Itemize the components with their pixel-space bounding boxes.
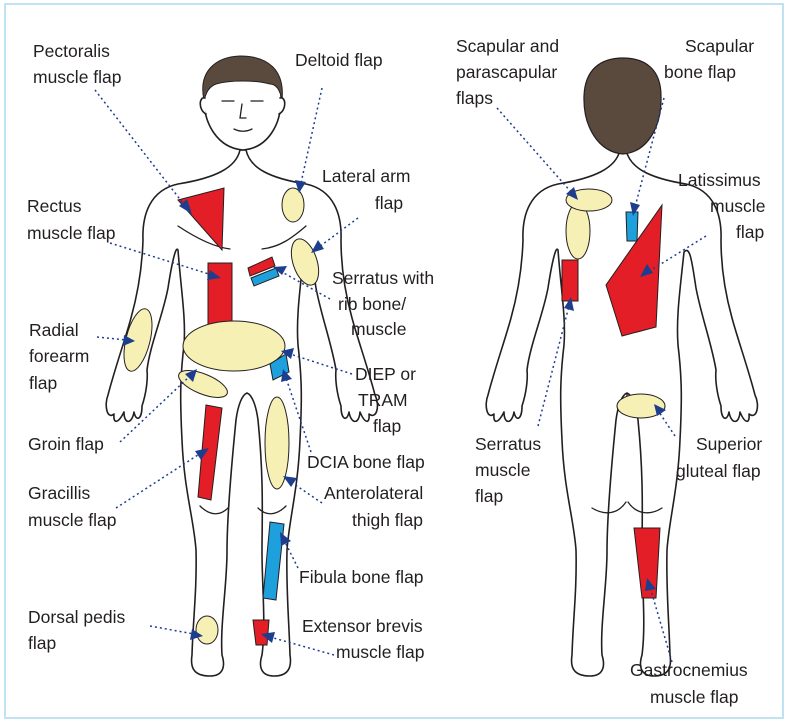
dorsal-pedis-flap-region xyxy=(196,616,218,644)
label-scapular-and-parascapular-flaps: Scapular and parascapular flaps xyxy=(456,36,564,108)
anterolateral-thigh-flap-region xyxy=(265,397,289,489)
label-diep-or-tram-flap: DIEP or TRAM flap xyxy=(355,364,421,436)
back-head xyxy=(584,58,661,154)
label-fibula-bone-flap: Fibula bone flap xyxy=(299,567,424,587)
label-extensor-brevis-muscle-flap: Extensor brevis muscle flap xyxy=(302,616,427,662)
label-pectoralis-muscle-flap: Pectoralis muscle flap xyxy=(33,41,122,87)
back-body xyxy=(486,58,757,676)
label-deltoid-flap: Deltoid flap xyxy=(295,50,383,70)
label-gastrocnemius-muscle-flap: Gastrocnemius muscle flap xyxy=(630,660,753,707)
label-rectus-muscle-flap: Rectus muscle flap xyxy=(27,196,116,243)
scapular-bone-flap-region xyxy=(626,212,638,241)
label-groin-flap: Groin flap xyxy=(28,434,104,454)
serratus-muscle-flap-region xyxy=(562,260,578,301)
deltoid-flap-region xyxy=(282,188,304,222)
label-radial-forearm-flap: Radial forearm flap xyxy=(29,320,94,393)
front-body-outline xyxy=(106,150,377,676)
label-scapular-bone-flap: Scapular bone flap xyxy=(664,36,759,82)
label-dcia-bone-flap: DCIA bone flap xyxy=(307,452,425,472)
label-serratus-muscle-flap: Serratus muscle flap xyxy=(475,434,546,506)
label-anterolateral-thigh-flap: Anterolateral thigh flap xyxy=(324,483,428,530)
diep-tram-flap-region xyxy=(183,321,285,371)
extensor-brevis-flap-region xyxy=(253,620,269,645)
label-lateral-arm-flap: Lateral arm flap xyxy=(322,166,415,213)
label-superior-gluteal-flap: Superior gluteal flap xyxy=(676,434,767,481)
label-gracillis-muscle-flap: Gracillis muscle flap xyxy=(28,483,117,530)
label-dorsal-pedis-flap: Dorsal pedis flap xyxy=(28,607,130,653)
